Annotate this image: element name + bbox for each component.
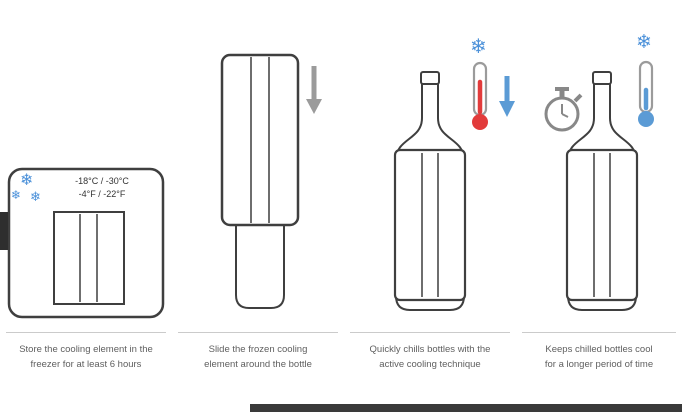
step-1-illustration: ❄ ❄ ❄ -18°C / -30°C -4°F / -22°F — [0, 0, 172, 322]
snowflake-icon: ❄ — [11, 188, 22, 202]
down-arrow-gray-icon — [306, 66, 322, 114]
caption-line: freezer for at least 6 hours — [30, 358, 142, 370]
cooling-sleeve — [565, 148, 639, 302]
caption-line: Quickly chills bottles with the — [369, 344, 491, 355]
divider — [6, 332, 166, 333]
keep-cool-illustration — [544, 60, 654, 311]
thermometer-blue-icon — [638, 60, 654, 127]
down-arrow-blue-icon — [499, 76, 515, 117]
caption-line: Store the cooling element in the — [19, 344, 153, 355]
caption-line: Slide the frozen cooling — [208, 344, 308, 355]
step-2-panel: Slide the frozen cooling element around t… — [172, 0, 344, 412]
snowflake-icon: ❄ — [636, 31, 652, 53]
caption-line: active cooling technique — [379, 358, 481, 370]
caption-line: element around the bottle — [204, 358, 312, 370]
cooling-element — [53, 211, 125, 305]
bottom-bar — [250, 404, 682, 412]
step-4-panel: ❄ Keeps chilled bottles cool for a longer… — [516, 0, 682, 412]
divider — [178, 332, 338, 333]
step-2-illustration — [172, 0, 344, 322]
freezer-illustration — [0, 167, 165, 319]
freezer-temperature-label: -18°C / -30°C -4°F / -22°F — [44, 175, 160, 200]
step-4-illustration: ❄ — [516, 0, 682, 322]
step-3-caption: Quickly chills bottles with the active co… — [344, 343, 516, 372]
slide-illustration — [220, 53, 322, 309]
cooling-sleeve — [393, 148, 467, 302]
step-3-illustration: ❄ — [344, 0, 516, 322]
cooling-sleeve — [220, 53, 300, 227]
stopwatch-icon — [544, 87, 583, 132]
step-1-caption: Store the cooling element in the freezer … — [0, 343, 172, 372]
divider — [350, 332, 510, 333]
snowflake-icon: ❄ — [20, 170, 34, 189]
snowflake-icon: ❄ — [30, 190, 41, 205]
temp-celsius: -18°C / -30°C — [75, 176, 129, 186]
thermometer-red-icon — [472, 61, 488, 130]
chill-illustration — [393, 61, 515, 311]
step-3-panel: ❄ Quickly chills bottles with the active … — [344, 0, 516, 412]
snowflake-icon: ❄ — [470, 34, 487, 58]
step-2-caption: Slide the frozen cooling element around t… — [172, 343, 344, 372]
step-4-caption: Keeps chilled bottles cool for a longer p… — [516, 343, 682, 372]
freezer-handle — [0, 212, 8, 250]
bottle-lower-body — [235, 219, 285, 309]
caption-line: Keeps chilled bottles cool — [545, 344, 653, 355]
temp-fahrenheit: -4°F / -22°F — [78, 188, 126, 199]
step-1-panel: ❄ ❄ ❄ -18°C / -30°C -4°F / -22°F Store t… — [0, 0, 172, 412]
divider — [522, 332, 676, 333]
caption-line: for a longer period of time — [544, 358, 654, 370]
